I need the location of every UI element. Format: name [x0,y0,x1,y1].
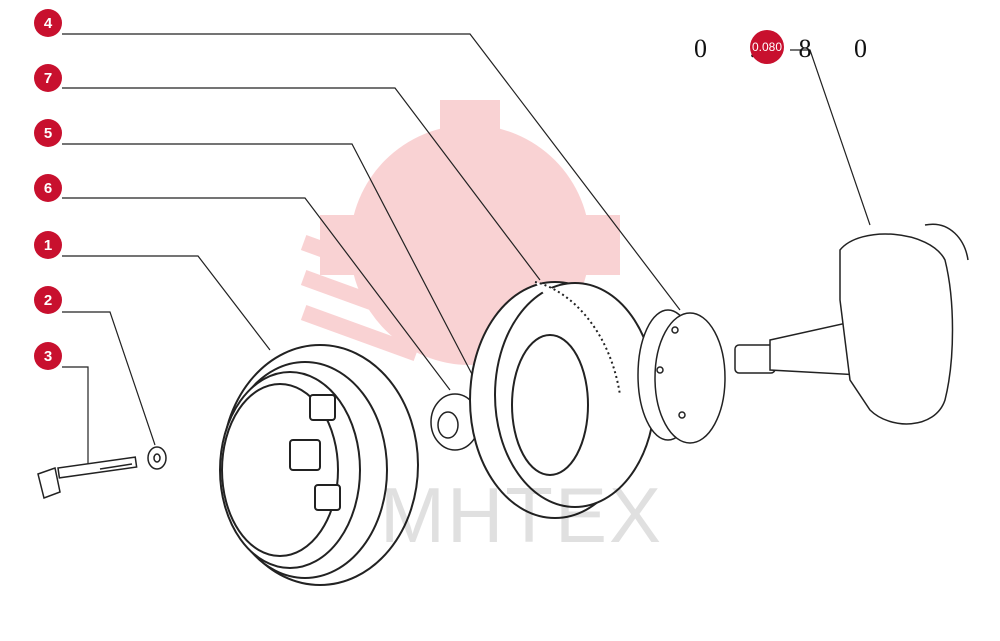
callout-4[interactable]: 4 [34,9,62,37]
callout-7[interactable]: 7 [34,64,62,92]
watermark-gear [300,100,620,365]
part-code: 0 . 8 0 [694,34,885,63]
callout-3[interactable]: 3 [34,342,62,370]
bolt [37,456,138,499]
flange-plate [637,309,726,444]
crankshaft [734,223,969,425]
damper [469,281,656,519]
callout-2[interactable]: 2 [34,286,62,314]
callout-5[interactable]: 5 [34,119,62,147]
washer [147,446,167,470]
callout-6[interactable]: 6 [34,174,62,202]
pulley [219,344,419,586]
part-code-badge[interactable]: 0.080 [750,30,784,64]
hub-nut [430,393,480,451]
callout-1[interactable]: 1 [34,231,62,259]
watermark-text: MHTEX [380,471,663,559]
leader-lines [62,33,871,470]
